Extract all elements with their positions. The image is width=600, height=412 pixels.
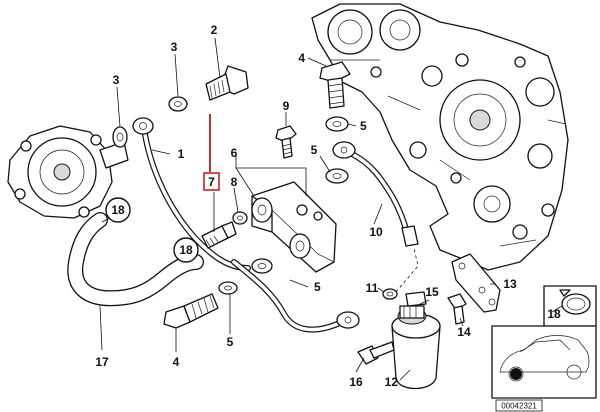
cap-15 — [405, 291, 427, 307]
callout-17: 17 — [95, 355, 109, 369]
callout-18-circle-upper: 18 — [105, 197, 131, 223]
callout-16: 16 — [349, 375, 363, 389]
highlight-box — [203, 172, 220, 191]
callout-11: 11 — [366, 281, 379, 295]
washer-8 — [232, 211, 248, 225]
hollow-bolt-9 — [275, 125, 297, 159]
svg-text:18: 18 — [111, 203, 125, 217]
callout-6: 6 — [231, 146, 238, 160]
callout-8: 8 — [231, 175, 238, 189]
callout-18-inset: 18 — [547, 307, 561, 321]
engine-timing-cover — [311, 3, 569, 271]
callout-14: 14 — [457, 325, 471, 339]
washer-5-bottom — [218, 281, 238, 295]
bolt-16 — [357, 341, 395, 365]
callout-4-bottom: 4 — [173, 355, 180, 369]
power-steering-pump — [7, 125, 129, 219]
callout-18-circle-lower: 18 — [173, 237, 199, 263]
svg-text:18: 18 — [179, 243, 193, 257]
catalog-code: 00042321 — [495, 399, 543, 412]
washer-3-left — [112, 126, 128, 148]
leader-lines — [99, 37, 563, 381]
pressure-hose-1 — [132, 117, 251, 271]
return-line-10 — [332, 141, 419, 247]
callout-12: 12 — [385, 375, 399, 389]
callout-5-top: 5 — [360, 119, 367, 133]
vehicle-inset — [491, 325, 597, 399]
lower-line — [231, 259, 360, 333]
callout-labels: 2 3 3 1 4 9 5 5 6 7 8 10 11 15 13 14 16 … — [95, 23, 561, 389]
callout-5-mid: 5 — [311, 143, 318, 157]
part-7-adapter — [201, 221, 237, 249]
washer-5-top — [325, 116, 349, 132]
callout-15: 15 — [425, 285, 439, 299]
banjo-bolt-4-bottom — [163, 293, 219, 329]
callout-13: 13 — [503, 277, 517, 291]
banjo-bolt-4-top — [319, 61, 351, 109]
seal-ring-11 — [382, 288, 398, 300]
callout-2: 2 — [211, 23, 218, 37]
callout-4-top: 4 — [298, 51, 305, 65]
callout-3-left: 3 — [113, 73, 120, 87]
callout-5-lower: 5 — [314, 280, 321, 294]
washer-5-lower — [251, 258, 273, 274]
washer-5-mid — [325, 168, 349, 184]
callout-10: 10 — [369, 225, 383, 239]
svg-text:00042321: 00042321 — [501, 402, 537, 411]
bracket-13 — [451, 253, 501, 313]
banjo-bolt-2 — [205, 65, 249, 101]
callout-5-bottom: 5 — [227, 335, 234, 349]
valve-block — [251, 181, 337, 273]
callout-3-upper: 3 — [171, 40, 178, 54]
suction-hose-17 — [67, 212, 204, 307]
bolt-14 — [447, 293, 467, 325]
callout-7: 7 — [208, 175, 215, 189]
washer-3-upper — [168, 96, 188, 112]
oil-reservoir-12 — [391, 305, 441, 390]
callout-1: 1 — [178, 147, 185, 161]
callout-9: 9 — [283, 99, 290, 113]
